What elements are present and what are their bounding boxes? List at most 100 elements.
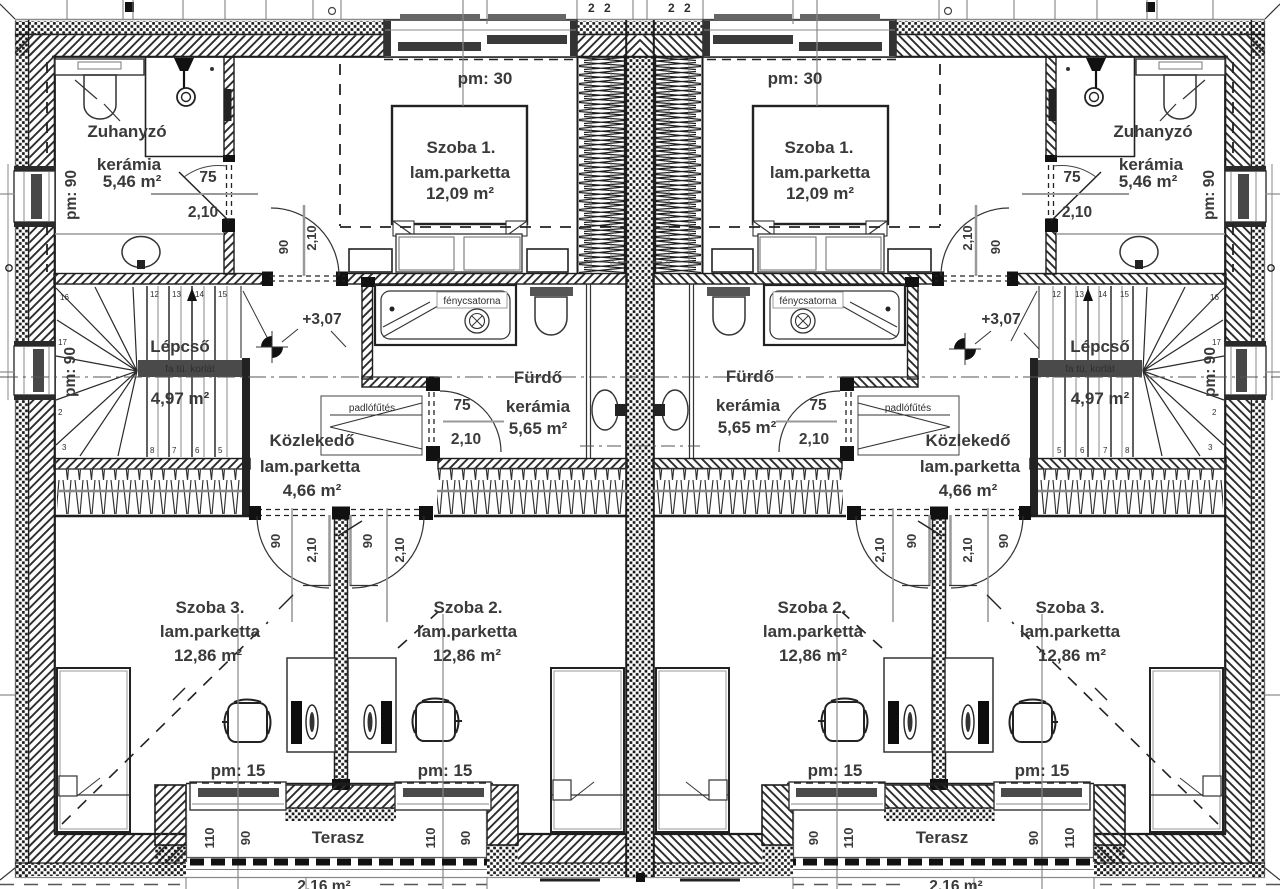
svg-text:110: 110 xyxy=(1062,828,1077,849)
svg-text:2: 2 xyxy=(604,1,611,15)
svg-text:kerámia: kerámia xyxy=(97,155,162,174)
svg-text:fa tü. korlát: fa tü. korlát xyxy=(165,364,215,375)
svg-text:lam.parketta: lam.parketta xyxy=(1020,622,1121,641)
svg-text:Szoba 3.: Szoba 3. xyxy=(1036,598,1105,617)
svg-text:pm: 15: pm: 15 xyxy=(808,761,863,780)
svg-text:16: 16 xyxy=(1210,293,1219,302)
svg-text:2,10: 2,10 xyxy=(188,204,218,221)
svg-text:5,65 m²: 5,65 m² xyxy=(509,419,568,438)
svg-text:8: 8 xyxy=(1125,446,1130,455)
svg-text:12: 12 xyxy=(1052,290,1061,299)
svg-text:75: 75 xyxy=(453,397,471,414)
svg-text:90: 90 xyxy=(996,534,1011,548)
svg-text:2: 2 xyxy=(668,1,675,15)
svg-text:12,86 m²: 12,86 m² xyxy=(174,646,242,665)
svg-text:15: 15 xyxy=(1120,290,1129,299)
svg-text:+3,07: +3,07 xyxy=(302,311,341,328)
svg-text:12,86 m²: 12,86 m² xyxy=(433,646,501,665)
svg-text:fa tü. korlát: fa tü. korlát xyxy=(1065,364,1115,375)
svg-text:lam.parketta: lam.parketta xyxy=(417,622,518,641)
svg-text:75: 75 xyxy=(1063,169,1081,186)
svg-text:lam.parketta: lam.parketta xyxy=(260,457,361,476)
svg-text:13: 13 xyxy=(1075,290,1084,299)
svg-text:17: 17 xyxy=(58,338,67,347)
svg-text:2,10: 2,10 xyxy=(304,225,319,250)
svg-text:lam.parketta: lam.parketta xyxy=(770,163,871,182)
svg-text:2,10: 2,10 xyxy=(1062,204,1092,221)
svg-text:6: 6 xyxy=(1080,446,1085,455)
svg-text:12,86 m²: 12,86 m² xyxy=(779,646,847,665)
svg-text:90: 90 xyxy=(360,534,375,548)
svg-text:Szoba 1.: Szoba 1. xyxy=(427,138,496,157)
svg-text:pm: 90: pm: 90 xyxy=(1202,347,1219,397)
svg-text:Szoba 2.: Szoba 2. xyxy=(778,598,847,617)
svg-text:Zuhanyzó: Zuhanyzó xyxy=(87,122,166,141)
svg-text:Lépcső: Lépcső xyxy=(1070,337,1130,356)
svg-text:110: 110 xyxy=(841,828,856,849)
svg-text:pm: 30: pm: 30 xyxy=(458,69,513,88)
svg-text:2: 2 xyxy=(58,408,63,417)
svg-text:4,66 m²: 4,66 m² xyxy=(283,481,342,500)
svg-text:90: 90 xyxy=(904,534,919,548)
svg-text:75: 75 xyxy=(809,397,827,414)
svg-text:2,10: 2,10 xyxy=(872,537,887,562)
svg-text:2,10: 2,10 xyxy=(304,537,319,562)
svg-text:90: 90 xyxy=(276,240,291,254)
svg-text:pm: 90: pm: 90 xyxy=(1201,170,1218,220)
svg-text:6: 6 xyxy=(195,446,200,455)
svg-text:17: 17 xyxy=(1212,338,1221,347)
svg-text:lam.parketta: lam.parketta xyxy=(160,622,261,641)
svg-text:8: 8 xyxy=(150,446,155,455)
svg-text:90: 90 xyxy=(268,534,283,548)
svg-text:Lépcső: Lépcső xyxy=(150,337,210,356)
svg-text:5,46 m²: 5,46 m² xyxy=(103,172,162,191)
svg-text:90: 90 xyxy=(238,831,253,845)
svg-text:3: 3 xyxy=(62,443,67,452)
svg-text:12: 12 xyxy=(150,290,159,299)
svg-text:2: 2 xyxy=(588,1,595,15)
svg-text:7: 7 xyxy=(1103,446,1108,455)
svg-text:90: 90 xyxy=(988,240,1003,254)
svg-text:90: 90 xyxy=(458,831,473,845)
svg-text:2,10: 2,10 xyxy=(960,225,975,250)
svg-text:2,10: 2,10 xyxy=(451,431,481,448)
svg-text:14: 14 xyxy=(195,290,204,299)
svg-text:lam.parketta: lam.parketta xyxy=(410,163,511,182)
svg-text:12,86 m²: 12,86 m² xyxy=(1038,646,1106,665)
svg-text:12,09 m²: 12,09 m² xyxy=(426,184,494,203)
svg-text:fénycsatorna: fénycsatorna xyxy=(779,296,837,307)
svg-text:110: 110 xyxy=(423,828,438,849)
svg-text:14: 14 xyxy=(1098,290,1107,299)
svg-text:Közlekedő: Közlekedő xyxy=(269,431,354,450)
svg-text:padlófűtés: padlófűtés xyxy=(349,403,395,414)
svg-text:pm: 15: pm: 15 xyxy=(1015,761,1070,780)
svg-text:2,16 m²: 2,16 m² xyxy=(297,878,350,889)
svg-text:16: 16 xyxy=(60,293,69,302)
svg-text:Szoba 1.: Szoba 1. xyxy=(785,138,854,157)
svg-text:kerámia: kerámia xyxy=(1119,155,1184,174)
svg-text:2,10: 2,10 xyxy=(960,537,975,562)
svg-text:+3,07: +3,07 xyxy=(981,311,1020,328)
svg-text:pm: 30: pm: 30 xyxy=(768,69,823,88)
svg-text:5: 5 xyxy=(1057,446,1062,455)
svg-text:pm: 90: pm: 90 xyxy=(63,170,80,220)
svg-text:110: 110 xyxy=(202,828,217,849)
svg-text:5: 5 xyxy=(218,446,223,455)
svg-text:2: 2 xyxy=(684,1,691,15)
svg-text:5,46 m²: 5,46 m² xyxy=(1119,172,1178,191)
svg-text:90: 90 xyxy=(1026,831,1041,845)
svg-text:13: 13 xyxy=(172,290,181,299)
svg-text:2,10: 2,10 xyxy=(799,431,829,448)
svg-text:15: 15 xyxy=(218,290,227,299)
svg-text:lam.parketta: lam.parketta xyxy=(763,622,864,641)
svg-text:Fürdő: Fürdő xyxy=(726,367,774,386)
svg-text:Közlekedő: Közlekedő xyxy=(925,431,1010,450)
svg-text:pm: 15: pm: 15 xyxy=(211,761,266,780)
svg-text:Szoba 3.: Szoba 3. xyxy=(176,598,245,617)
svg-text:4,97 m²: 4,97 m² xyxy=(151,389,210,408)
svg-text:2,10: 2,10 xyxy=(392,537,407,562)
svg-text:Fürdő: Fürdő xyxy=(514,368,562,387)
svg-text:2,16 m²: 2,16 m² xyxy=(929,878,982,889)
svg-text:Szoba 2.: Szoba 2. xyxy=(434,598,503,617)
svg-text:pm: 15: pm: 15 xyxy=(418,761,473,780)
